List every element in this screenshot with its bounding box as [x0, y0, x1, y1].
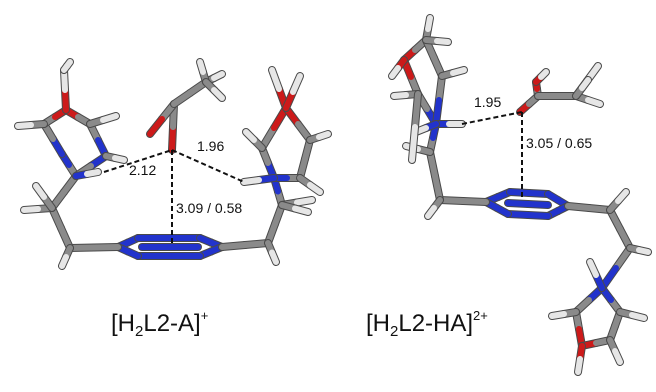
- left-arm-bond: [282, 104, 314, 144]
- left-bridge-bond: [66, 243, 122, 252]
- left-arm-bond: [258, 104, 290, 152]
- right-arm-bond: [400, 56, 422, 98]
- right-arm-bond: [432, 72, 446, 128]
- right-h-bond: [388, 56, 408, 80]
- right-ring-bond: [504, 210, 552, 220]
- left-h-bond: [296, 174, 324, 196]
- right-bridge-bond: [564, 202, 614, 214]
- left-h-bond: [32, 182, 56, 212]
- right-structure-caption: [H2L2-HA]2+: [366, 308, 488, 340]
- right-h-bond: [408, 90, 422, 164]
- right-distance-label-nh-o: 1.95: [474, 94, 501, 110]
- right-h-bond: [548, 308, 580, 320]
- left-h-bond: [58, 244, 74, 270]
- left-distance-label-nh-o-1: 2.12: [129, 162, 156, 178]
- right-arm-bond: [572, 308, 586, 350]
- right-arm-bond: [578, 336, 614, 350]
- left-h-bond: [86, 112, 120, 128]
- left-h-bond: [268, 66, 290, 112]
- left-arm-bond: [258, 144, 278, 182]
- left-h-bond: [60, 58, 74, 74]
- right-ring-inner: [504, 199, 552, 209]
- right-h-bond: [586, 258, 606, 292]
- right-h-bond: [572, 76, 592, 100]
- left-h-bond: [202, 78, 226, 102]
- right-bridge-bond: [436, 196, 490, 206]
- right-h-bond: [422, 36, 452, 46]
- left-structure-caption: [H2L2-A]+: [111, 308, 209, 340]
- left-arm-bond: [62, 106, 94, 128]
- right-h-bond: [606, 336, 624, 366]
- left-h-bond: [264, 239, 280, 266]
- left-arm-bond: [86, 120, 110, 160]
- right-contact-nh-o: [461, 111, 523, 125]
- left-contact-nh-o-1: [103, 149, 173, 173]
- left-distance-label-nh-o-2: 1.96: [197, 138, 224, 154]
- left-h-bond: [102, 152, 128, 164]
- left-arm-bond: [48, 172, 80, 212]
- right-distance-label-o-ring: 3.05 / 0.65: [526, 135, 592, 151]
- left-bridge-bond: [48, 204, 74, 252]
- left-distance-label-o-ring: 3.09 / 0.58: [176, 200, 242, 216]
- right-arm-bond: [598, 244, 634, 292]
- left-contact-nh-o-2: [171, 149, 245, 183]
- left-bridge-bond: [264, 201, 286, 247]
- left-acetate-bond: [170, 78, 210, 108]
- left-bridge-bond: [218, 239, 272, 251]
- left-arm-bond: [270, 174, 286, 209]
- bond-layer: [14, 14, 652, 376]
- left-h-bond: [14, 120, 48, 130]
- left-arm-bond: [296, 136, 314, 182]
- left-h-bond: [306, 130, 332, 144]
- right-h-bond: [438, 66, 468, 80]
- right-bridge-bond: [426, 148, 444, 204]
- left-h-bond: [60, 66, 70, 114]
- right-arm-bond: [572, 284, 606, 316]
- distance-label-layer: 2.12 1.96 3.09 / 0.58 1.95 3.05 / 0.65: [129, 94, 592, 216]
- right-h-bond: [574, 342, 586, 376]
- left-h-bond: [282, 72, 304, 112]
- right-bridge-bond: [606, 206, 634, 252]
- right-h-bond: [626, 244, 652, 256]
- left-h-bond: [278, 201, 312, 216]
- right-h-bond: [616, 308, 648, 322]
- right-h-bond: [424, 196, 444, 220]
- left-h-bond: [72, 168, 102, 180]
- contact-layer: [103, 111, 523, 244]
- right-arm-bond: [598, 284, 624, 316]
- right-h-bond: [606, 188, 630, 214]
- right-acid-bond: [532, 68, 550, 86]
- right-arm-bond: [606, 308, 624, 344]
- right-ring-bond: [506, 188, 552, 198]
- right-arm-bond: [422, 36, 446, 80]
- right-arm-bond: [400, 36, 430, 64]
- left-h-bond: [242, 128, 266, 152]
- left-arm-bond: [40, 120, 66, 158]
- left-h-bond: [240, 174, 278, 186]
